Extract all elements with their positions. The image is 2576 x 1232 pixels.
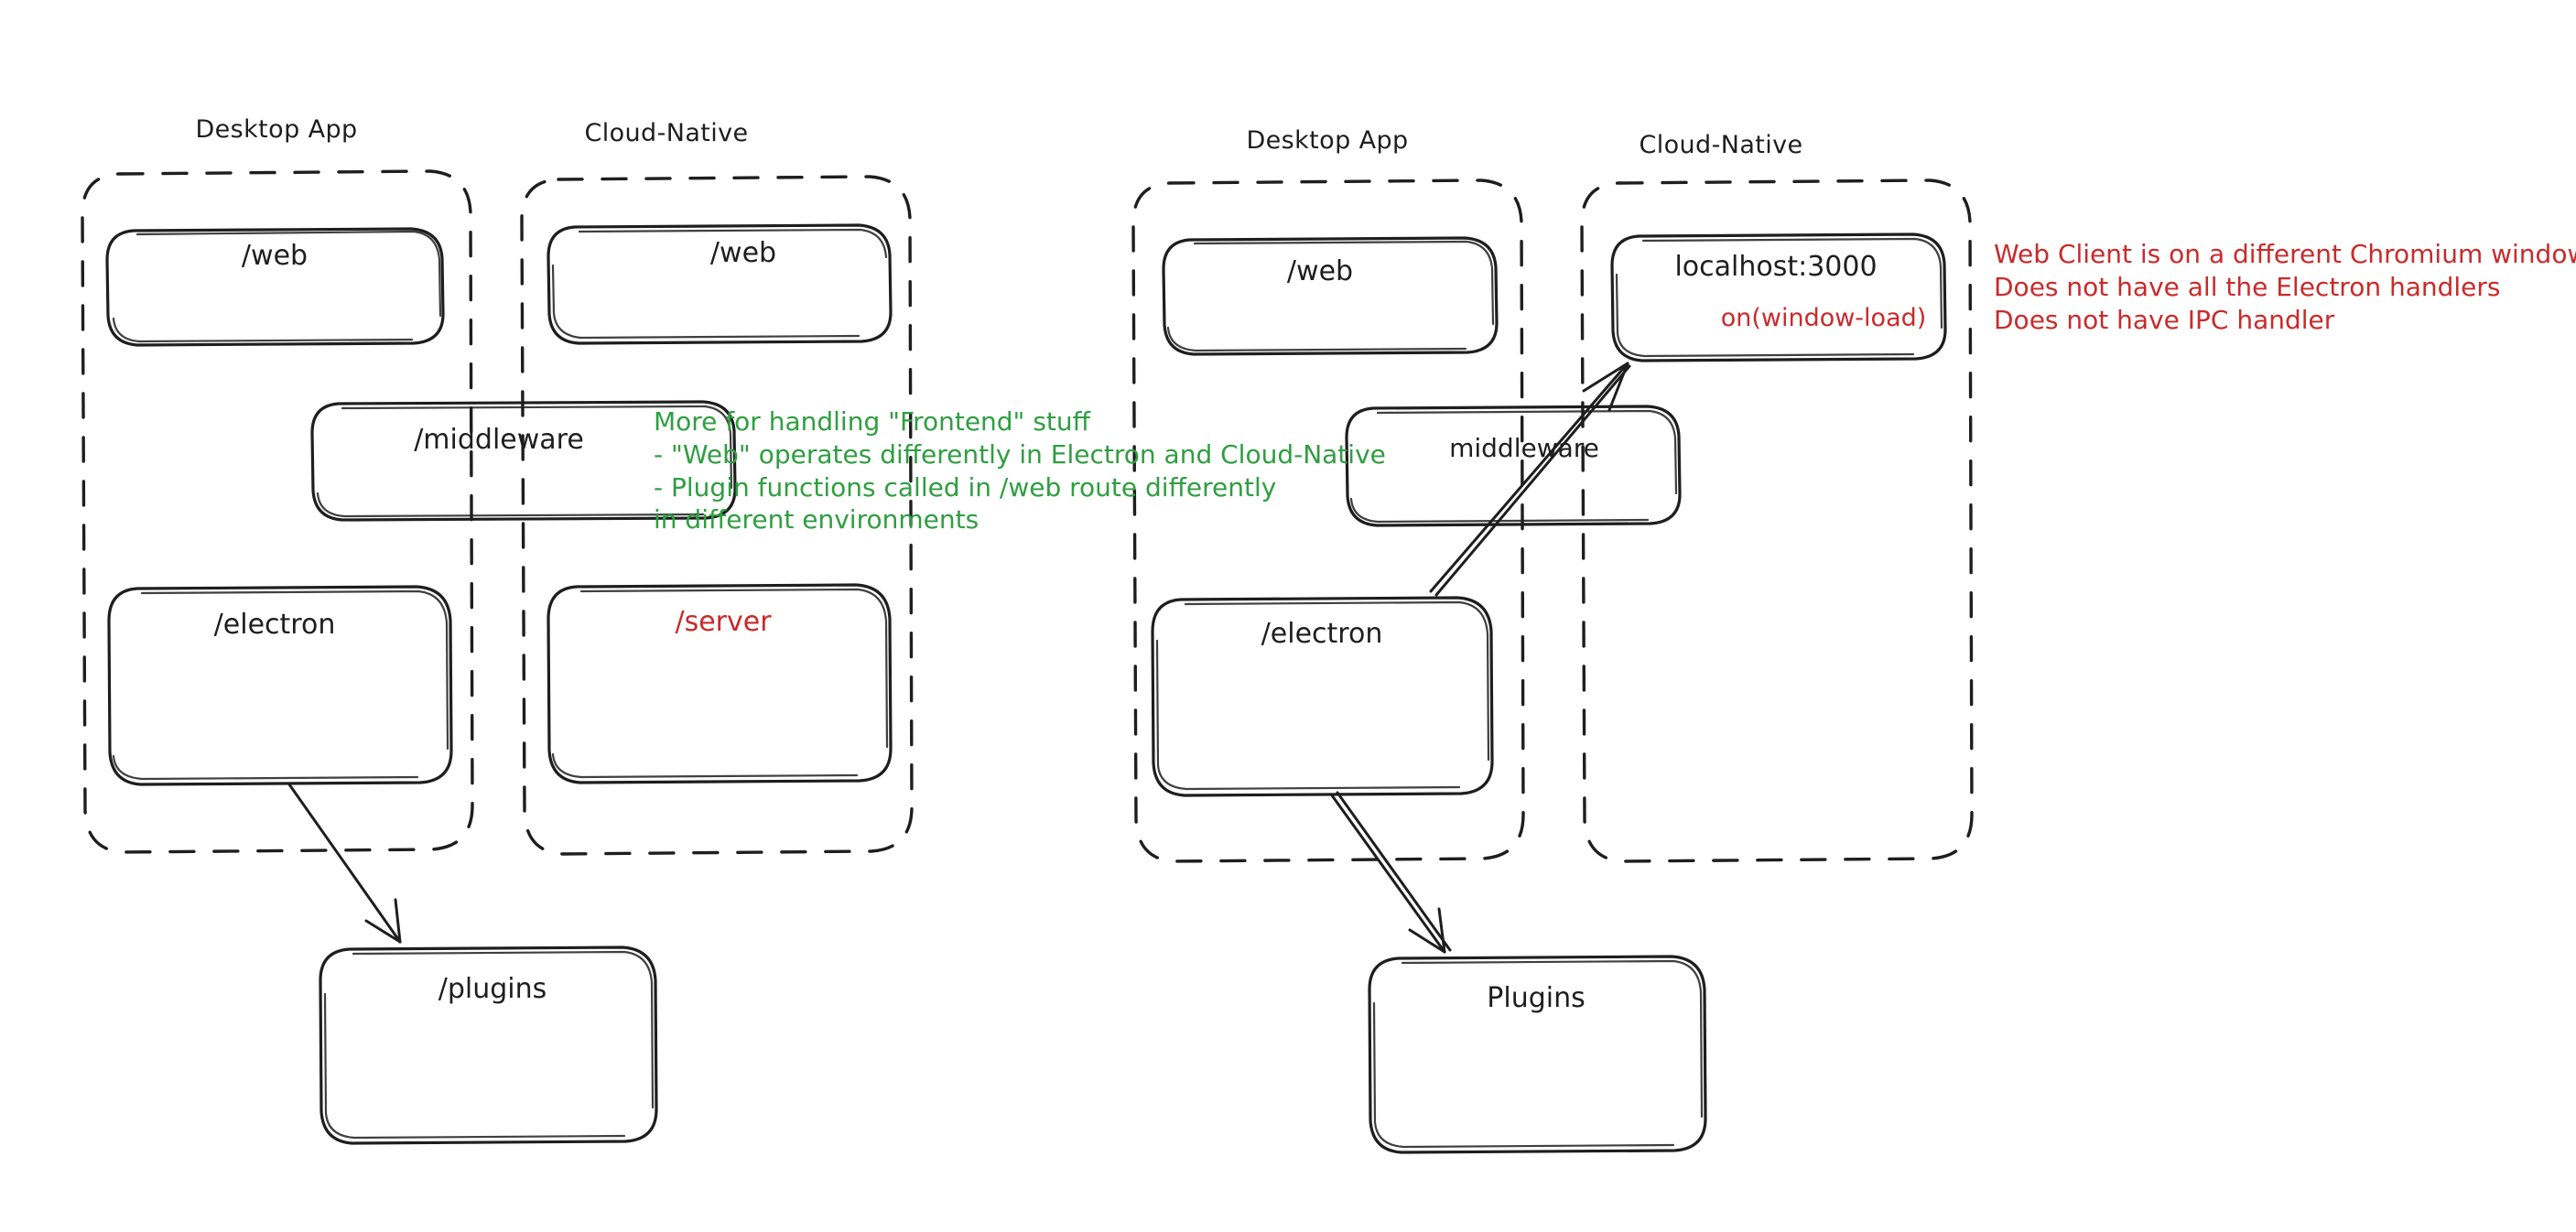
node-shape-right-desktop-web xyxy=(1162,236,1499,356)
node-shape-right-localhost xyxy=(1610,232,1947,362)
group-frame-right-cloud xyxy=(1580,178,1974,863)
node-shape-left-electron xyxy=(107,585,453,786)
node-shape-left-desktop-web xyxy=(105,227,445,347)
arrow-right-electron-to-localhost xyxy=(1429,362,1631,597)
node-shape-left-middleware xyxy=(310,400,737,522)
arrow-left-electron-to-plugins xyxy=(287,783,402,944)
node-shape-right-plugins xyxy=(1368,955,1707,1154)
group-frame-left-cloud xyxy=(520,175,914,856)
node-shape-left-plugins xyxy=(319,946,658,1145)
node-shape-left-cloud-web xyxy=(547,223,893,345)
node-shape-left-server xyxy=(547,583,893,784)
arrow-right-electron-to-plugins xyxy=(1330,791,1452,954)
node-shape-right-middleware xyxy=(1345,405,1682,527)
node-shape-right-electron xyxy=(1151,596,1494,797)
group-frame-right-desktop xyxy=(1131,178,1525,863)
group-frame-left-desktop xyxy=(81,169,474,854)
